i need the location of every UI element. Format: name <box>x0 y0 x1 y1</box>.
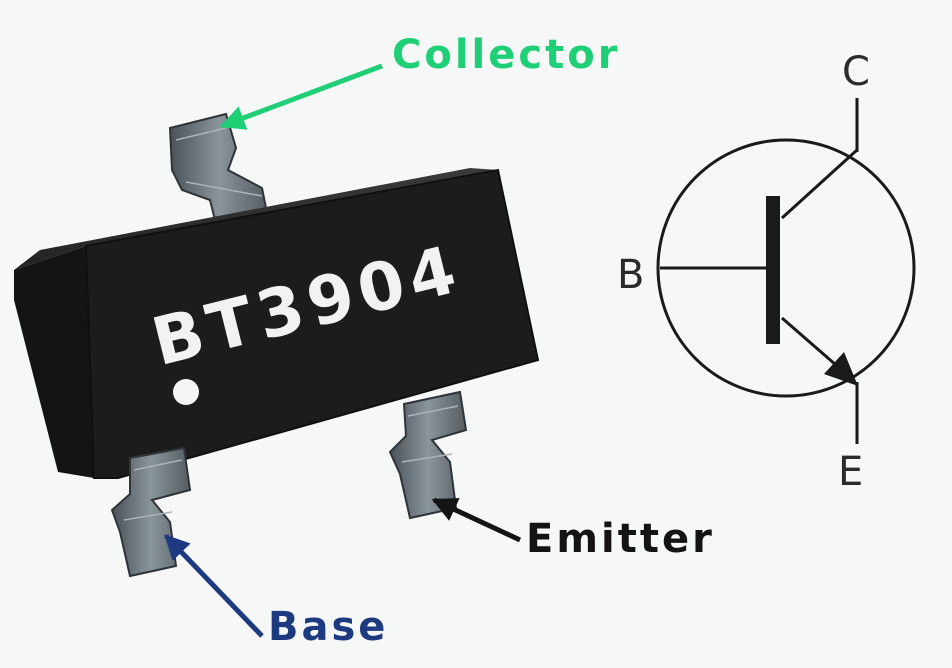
collector-line <box>780 148 859 220</box>
pin1-dot <box>173 379 199 405</box>
symbol-emitter-letter: E <box>838 449 864 495</box>
symbol-base-letter: B <box>617 252 645 298</box>
symbol-collector-letter: C <box>842 49 870 95</box>
emitter-line <box>781 316 845 374</box>
emitter-arrow-head <box>824 352 858 386</box>
emitter-arrow <box>431 497 522 543</box>
collector-label: Collector <box>392 32 621 78</box>
symbol-circle <box>656 138 916 398</box>
npn-symbol <box>656 98 916 444</box>
base-label: Base <box>268 604 389 650</box>
emitter-label: Emitter <box>526 516 715 562</box>
base-bar <box>766 196 780 344</box>
base-arrow <box>164 534 264 638</box>
emitter-lead <box>388 390 468 520</box>
collector-arrow <box>219 63 383 130</box>
package-body: BT3904 <box>14 168 540 479</box>
